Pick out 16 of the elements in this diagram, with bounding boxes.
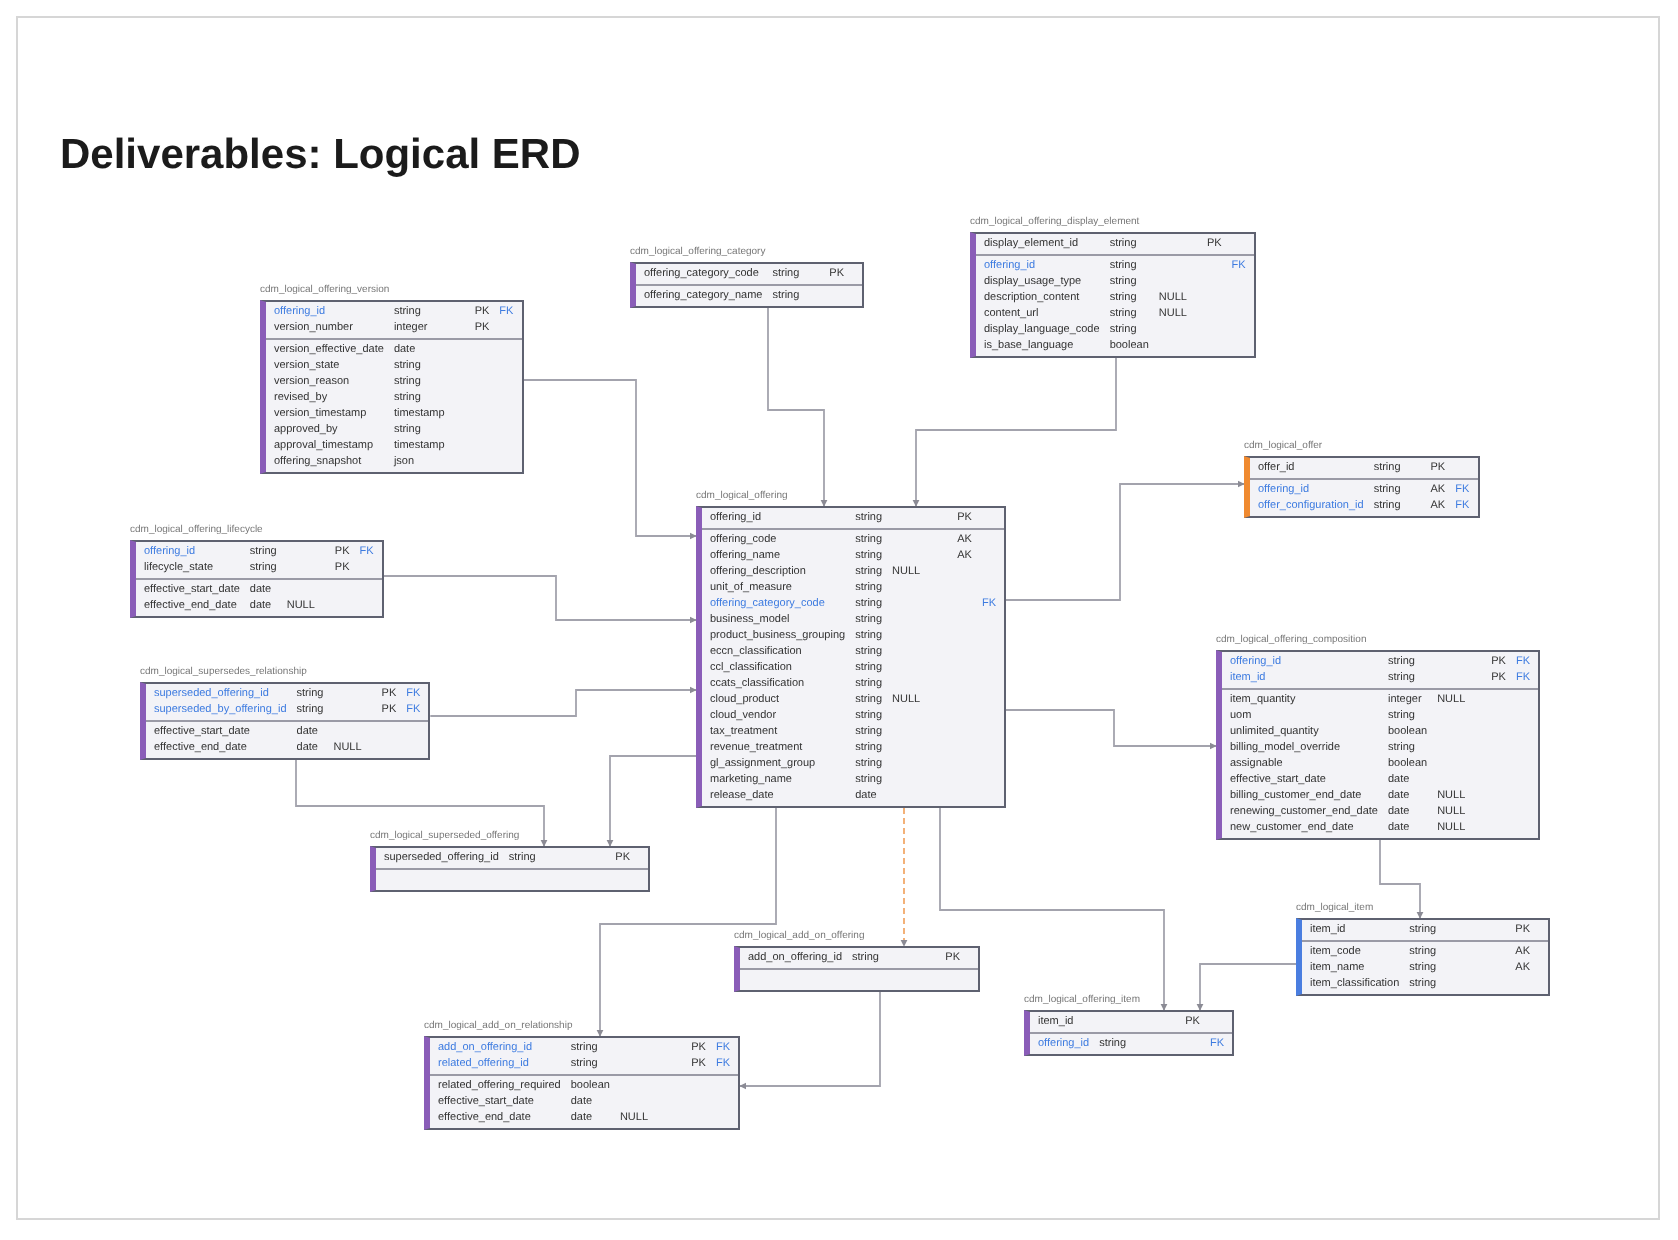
relationship-line [382, 575, 697, 624]
relationship-line [739, 991, 881, 1090]
relationship-line [1196, 963, 1297, 1011]
relationship-line [606, 755, 697, 847]
relationship-line [939, 807, 1168, 1011]
relationship-line [1379, 839, 1424, 919]
relationship-line [1005, 480, 1245, 601]
relationship-line [912, 357, 1117, 507]
relationship-line [429, 686, 697, 717]
relationship-line [596, 807, 777, 1037]
relationship-line [767, 307, 828, 507]
relationship-line [522, 379, 697, 540]
slide-title: Deliverables: Logical ERD [60, 132, 581, 180]
relationship-line [295, 759, 548, 847]
relationship-line [1005, 709, 1217, 750]
relationship-line [900, 807, 908, 947]
